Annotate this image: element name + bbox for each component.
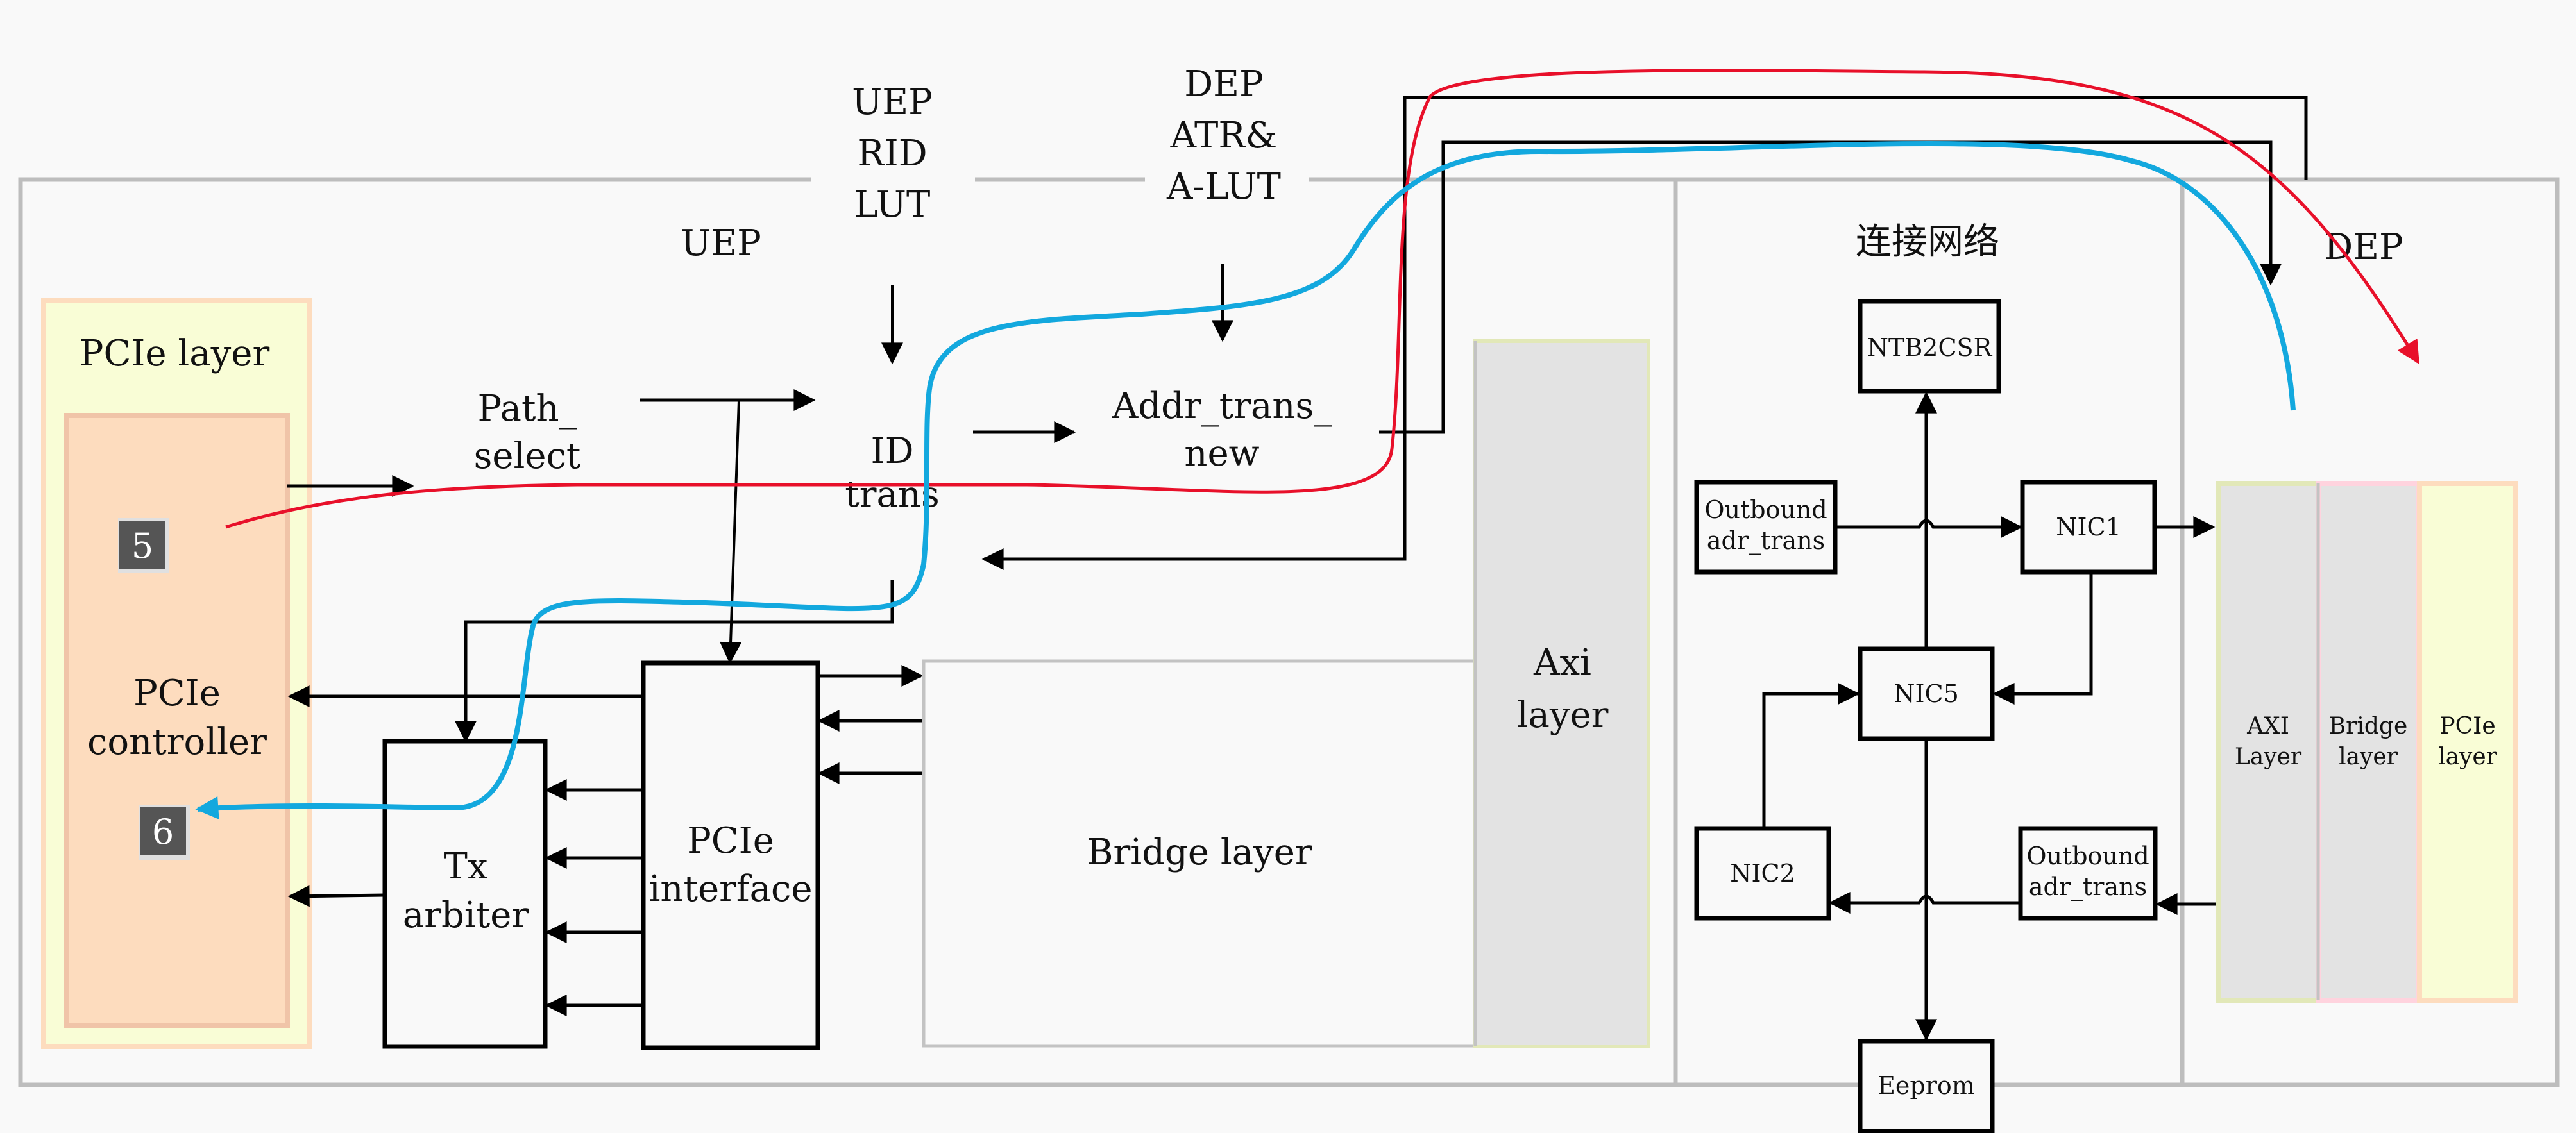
pcie-controller-label-line1: PCIe	[133, 673, 221, 714]
svg-text:Tx: Tx	[444, 846, 488, 887]
ntb2csr-block[interactable]: NTB2CSR	[1858, 299, 2001, 394]
svg-text:NIC5: NIC5	[1894, 680, 1959, 708]
pcie-interface-block[interactable]: PCIe interface	[641, 660, 820, 1050]
svg-text:trans: trans	[845, 474, 939, 516]
svg-text:ID: ID	[870, 430, 913, 472]
outbound-to-nic1-arrow	[1837, 516, 2023, 538]
uep-rid-lut-label: UEP RID LUT	[852, 81, 933, 226]
svg-text:Layer: Layer	[2235, 744, 2302, 770]
svg-text:Axi: Axi	[1533, 642, 1591, 684]
txarbiter-to-controller-arrow	[287, 885, 386, 907]
tx-arbiter-block[interactable]: Tx arbiter	[382, 739, 548, 1049]
outbound-to-nic2-arrow	[1828, 892, 2019, 914]
dep-bridge-layer-block[interactable]: Bridge layer	[2316, 481, 2421, 1003]
svg-text:Outbound: Outbound	[1704, 496, 1827, 524]
dep-atr-alut-label: DEP ATR& A-LUT	[1166, 63, 1281, 208]
svg-text:interface: interface	[648, 868, 812, 910]
svg-text:NTB2CSR: NTB2CSR	[1867, 333, 1993, 362]
blue-path-dep-to-6	[195, 141, 2296, 819]
addrtrans-loop-out	[1379, 140, 2282, 434]
nic2-to-nic5-arrow	[1762, 683, 1860, 828]
svg-text:layer: layer	[2339, 744, 2398, 770]
idtrans-to-txarbiter-arrow	[455, 580, 894, 743]
nic1-block[interactable]: NIC1	[2020, 480, 2157, 575]
pathselect-to-interface-arrow	[720, 399, 742, 664]
bridge-layer-block[interactable]: Bridge layer	[922, 659, 1477, 1048]
svg-text:6: 6	[152, 812, 174, 852]
uep-label: UEP	[681, 222, 761, 264]
svg-text:AXI: AXI	[2246, 713, 2289, 739]
svg-text:arbiter: arbiter	[403, 894, 529, 936]
path-select-block[interactable]: Path_ select	[474, 388, 581, 477]
dep-pcie-layer-block[interactable]: PCIe layer	[2417, 481, 2518, 1003]
uep-frame	[18, 177, 1678, 1087]
addr-trans-new-block[interactable]: Addr_trans_ new	[1112, 385, 1332, 474]
svg-text:PCIe: PCIe	[2439, 713, 2495, 739]
outbound-adr-trans-bottom-block[interactable]: Outbound adr_trans	[2018, 826, 2158, 921]
svg-text:Outbound: Outbound	[2026, 842, 2149, 870]
svg-text:Addr_trans_: Addr_trans_	[1112, 385, 1332, 427]
pcie-controller-label-line2: controller	[87, 721, 267, 763]
svg-text:select: select	[474, 435, 581, 477]
svg-text:DEP: DEP	[1184, 63, 1263, 105]
outbound-adr-trans-top-block[interactable]: Outbound adr_trans	[1694, 480, 1838, 575]
dep-axi-layer-block[interactable]: AXI Layer	[2216, 481, 2321, 1003]
svg-text:RID: RID	[857, 133, 927, 174]
svg-text:ATR&: ATR&	[1170, 115, 1278, 156]
svg-text:Eeprom: Eeprom	[1877, 1071, 1975, 1100]
svg-text:A-LUT: A-LUT	[1166, 166, 1281, 208]
svg-text:NIC1: NIC1	[2056, 513, 2121, 541]
svg-text:layer: layer	[2438, 744, 2498, 770]
svg-text:Bridge: Bridge	[2329, 713, 2408, 739]
dep-frame	[2180, 177, 2560, 1087]
axi-layer-block[interactable]: Axi layer	[1473, 339, 1650, 1048]
dep-title: DEP	[2324, 226, 2403, 268]
badge-6: 6	[139, 805, 190, 860]
svg-text:new: new	[1184, 433, 1259, 474]
svg-text:Bridge layer: Bridge layer	[1087, 832, 1312, 873]
interconnect-title: 连接网络	[1856, 221, 1999, 263]
red-path-5-to-dep	[225, 69, 2420, 529]
svg-text:5: 5	[131, 526, 153, 566]
id-trans-block[interactable]: ID trans	[845, 430, 939, 516]
svg-text:NIC2: NIC2	[1730, 859, 1795, 887]
svg-text:adr_trans: adr_trans	[1707, 526, 1825, 555]
svg-text:Path_: Path_	[477, 388, 577, 430]
badge-5: 5	[118, 518, 169, 573]
svg-text:UEP: UEP	[852, 81, 933, 123]
dep-return-loop	[981, 96, 2308, 570]
pcie-layer-label: PCIe layer	[80, 333, 270, 374]
eeprom-block[interactable]: Eeprom	[1858, 1039, 1995, 1133]
nic2-block[interactable]: NIC2	[1694, 826, 1831, 921]
svg-text:LUT: LUT	[854, 184, 931, 226]
nic5-block[interactable]: NIC5	[1858, 646, 1995, 741]
svg-text:adr_trans: adr_trans	[2029, 873, 2147, 902]
svg-text:PCIe: PCIe	[687, 820, 774, 862]
pcie-controller-block[interactable]: PCIe controller	[64, 413, 290, 1028]
svg-text:layer: layer	[1517, 694, 1609, 736]
nic1-to-nic5-arrow	[1992, 572, 2093, 705]
